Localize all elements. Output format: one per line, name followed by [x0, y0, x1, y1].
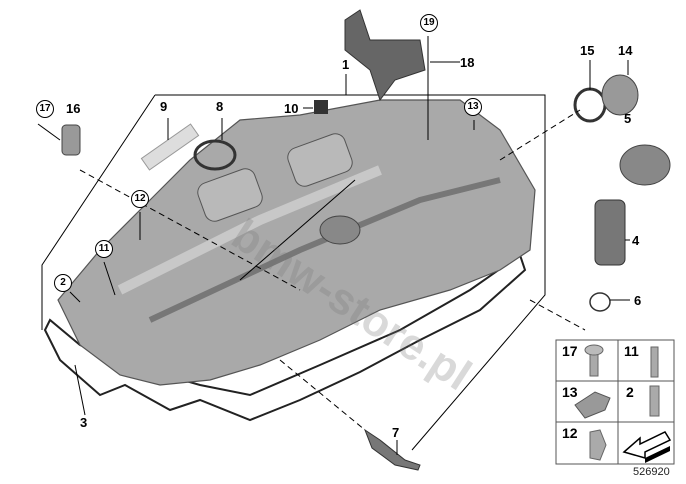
- callout-9: 9: [160, 99, 168, 114]
- seal-ring-15: [573, 87, 607, 123]
- callout-5: 5: [624, 111, 632, 126]
- bolt-icon: [649, 385, 660, 417]
- callout-8: 8: [216, 99, 224, 114]
- callout-11: 11: [95, 240, 113, 258]
- clip-16: [61, 124, 81, 156]
- legend-grid: [555, 339, 675, 465]
- direction-arrow-icon: [622, 431, 672, 459]
- callout-18: 18: [460, 55, 475, 70]
- legend-label-11: 11: [624, 343, 639, 359]
- callout-1: 1: [342, 57, 350, 72]
- seal-ring-8: [193, 139, 237, 171]
- callout-15: 15: [580, 43, 595, 58]
- callout-19: 19: [420, 14, 438, 32]
- callout-12: 12: [131, 190, 149, 208]
- assembly-frame-left: [41, 94, 156, 330]
- filler-neck-4: [594, 199, 626, 266]
- callout-10: 10: [284, 101, 299, 116]
- valve-14: [601, 74, 639, 116]
- callout-7: 7: [392, 425, 400, 440]
- valve-cover: [57, 99, 536, 386]
- callout-14: 14: [618, 43, 633, 58]
- callout-2: 2: [54, 274, 72, 292]
- assembly-frame: [155, 94, 546, 451]
- legend-label-17: 17: [562, 343, 578, 359]
- legend-label-13: 13: [562, 384, 578, 400]
- cap-5: [619, 144, 671, 186]
- o-ring-6: [589, 292, 611, 312]
- reference-number: 526920: [633, 466, 670, 478]
- callout-4: 4: [632, 233, 640, 248]
- spring-clip-icon: [589, 429, 607, 461]
- legend-label-12: 12: [562, 425, 578, 441]
- leader-lines: [37, 36, 630, 455]
- clip-icon: [574, 391, 611, 419]
- oil-filler-neck: [319, 215, 361, 245]
- sensor-bracket-18: [344, 9, 426, 102]
- callout-16: 16: [66, 101, 81, 116]
- callout-13: 13: [464, 98, 482, 116]
- part-10: [314, 100, 328, 114]
- bracket-7: [363, 428, 421, 471]
- stud-icon: [650, 346, 659, 378]
- callout-3: 3: [80, 415, 88, 430]
- gasket-strip-9: [140, 123, 200, 171]
- legend-label-2: 2: [626, 384, 634, 400]
- callout-17: 17: [36, 100, 54, 118]
- callout-6: 6: [634, 293, 642, 308]
- legend-icons: [574, 344, 672, 463]
